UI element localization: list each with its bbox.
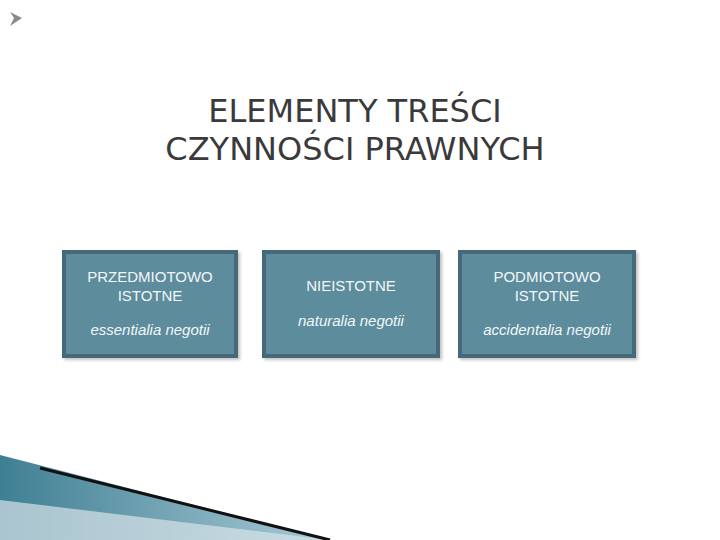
corner-swoosh-shadow [0, 500, 330, 540]
category-name: PODMIOTOWO ISTOTNE [472, 268, 622, 306]
latin-term: accidentalia negotii [483, 321, 611, 340]
category-box: NIEISTOTNE naturalia negotii [262, 250, 440, 358]
corner-swoosh-line [40, 468, 330, 540]
category-name: PRZEDMIOTOWO ISTOTNE [76, 268, 224, 306]
latin-term: essentialia negotii [90, 321, 209, 340]
category-box: PODMIOTOWO ISTOTNE accidentalia negotii [458, 250, 636, 358]
category-box: PRZEDMIOTOWO ISTOTNE essentialia negotii [62, 250, 238, 358]
corner-bullet [10, 12, 22, 26]
corner-swoosh [0, 455, 330, 540]
category-name: NIEISTOTNE [306, 277, 396, 296]
slide-title: ELEMENTY TREŚCI CZYNNOŚCI PRAWNYCH [135, 92, 575, 169]
latin-term: naturalia negotii [298, 312, 404, 331]
